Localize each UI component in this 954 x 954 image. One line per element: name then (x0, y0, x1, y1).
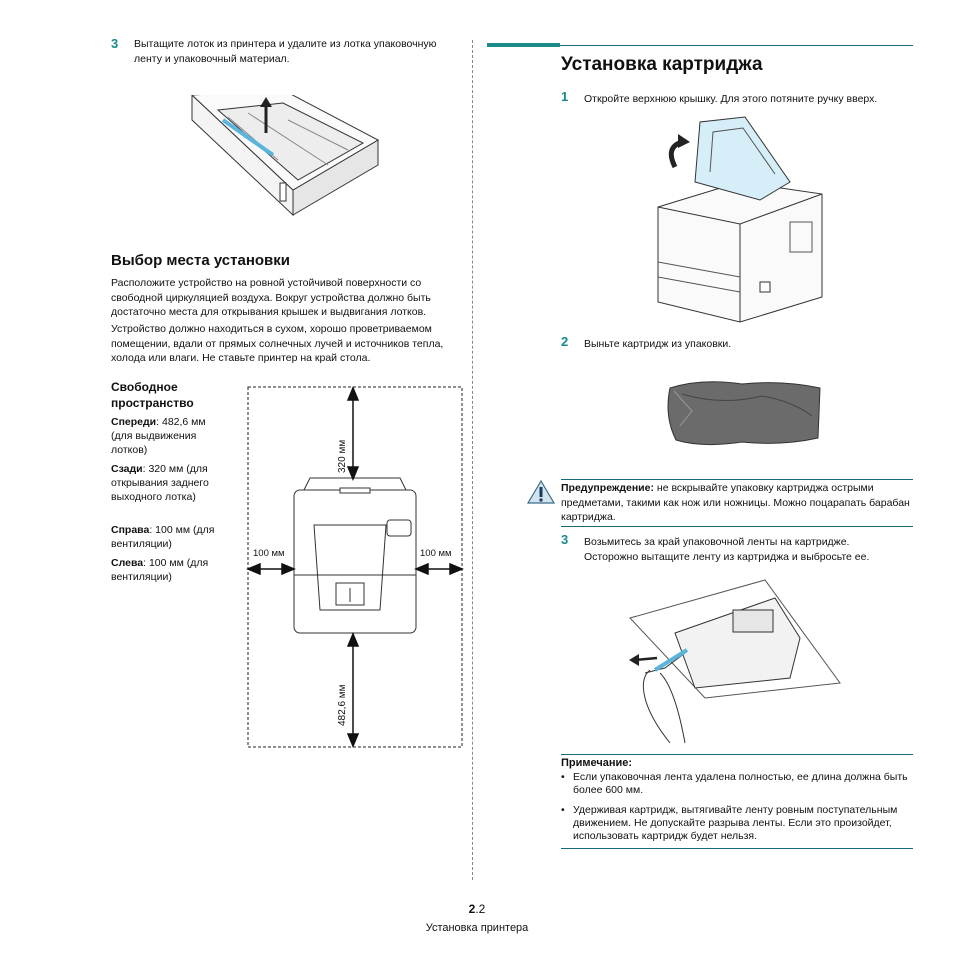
list-item: Удерживая картридж, вытягивайте ленту ро… (561, 804, 913, 843)
page-number-bold: 2 (468, 902, 476, 916)
right-clearance: Справа: 100 мм (для вентиляции) (111, 523, 221, 551)
front-value: : 482,6 мм (для выдвижения лотков) (111, 416, 206, 456)
tray-illustration (191, 95, 380, 217)
printer-shape (293, 489, 417, 634)
step-text: Осторожно вытащите ленту из картриджа и … (584, 551, 870, 563)
page-number-rest: .2 (475, 902, 486, 916)
step-text: Возьмитесь за край упаковочной ленты на … (584, 536, 850, 548)
bottom-dimension: 482,6 мм (337, 684, 348, 726)
cartridge-tape-illustration (629, 579, 841, 744)
front-clearance: Спереди: 482,6 мм (для выдвижения лотков… (111, 415, 221, 457)
note-top-rule (561, 754, 913, 755)
step-text: Вытащите лоток из принтера и удалите из … (134, 38, 437, 65)
page-number: 2.2 (0, 902, 954, 916)
column-divider (472, 40, 473, 880)
right-value: : 100 мм (для вентиляции) (111, 524, 215, 550)
note-title: Примечание: (561, 757, 633, 769)
right-label: Справа (111, 524, 150, 536)
free-space-title: Свободное пространство (111, 380, 194, 410)
step-number: 2 (561, 334, 569, 349)
section-rule (560, 45, 913, 46)
left-clearance: Слева: 100 мм (для вентиляции) (111, 556, 221, 584)
section-accent-bar (487, 43, 560, 47)
note-list: Если упаковочная лента удалена полностью… (561, 771, 913, 850)
page-title: Установка картриджа (561, 54, 763, 75)
paragraph: Устройство должно находиться в сухом, хо… (111, 323, 444, 364)
back-value: : 320 мм (для открывания заднего выходно… (111, 463, 209, 503)
cartridge-bag-illustration (667, 381, 821, 446)
back-label: Сзади (111, 463, 143, 475)
left-dimension: 100 мм (253, 548, 285, 559)
bottom-dimension-wrap: 482,6 мм (337, 676, 351, 736)
step-number: 1 (561, 89, 569, 104)
warning-top-rule (561, 479, 913, 480)
section-title: Выбор места установки (111, 252, 291, 269)
step-number: 3 (561, 532, 569, 547)
left-value: : 100 мм (для вентиляции) (111, 557, 209, 583)
step-text: Откройте верхнюю крышку. Для этого потян… (584, 93, 878, 105)
top-dimension: 320 мм (337, 439, 348, 473)
paragraph: Расположите устройство на ровной устойчи… (111, 277, 431, 318)
warning-text: Предупреждение: не вскрывайте упаковку к… (561, 481, 913, 525)
warning-body: не вскрывайте упаковку картриджа острыми… (561, 482, 910, 523)
left-label: Слева (111, 557, 144, 569)
step-number: 3 (111, 36, 119, 51)
warning-label: Предупреждение: (561, 482, 654, 494)
note-bottom-rule (561, 848, 913, 849)
list-item: Если упаковочная лента удалена полностью… (561, 771, 913, 797)
step-text: Выньте картридж из упаковки. (584, 338, 732, 350)
warning-icon (526, 479, 556, 504)
front-label: Спереди (111, 416, 157, 428)
warning-bottom-rule (561, 526, 913, 527)
clearance-diagram (246, 386, 464, 748)
back-clearance: Сзади: 320 мм (для открывания заднего вы… (111, 462, 221, 504)
footer-caption: Установка принтера (425, 922, 529, 934)
printer-open-illustration (657, 116, 823, 323)
top-dimension-wrap: 320 мм (337, 431, 351, 491)
right-dimension: 100 мм (420, 548, 452, 559)
